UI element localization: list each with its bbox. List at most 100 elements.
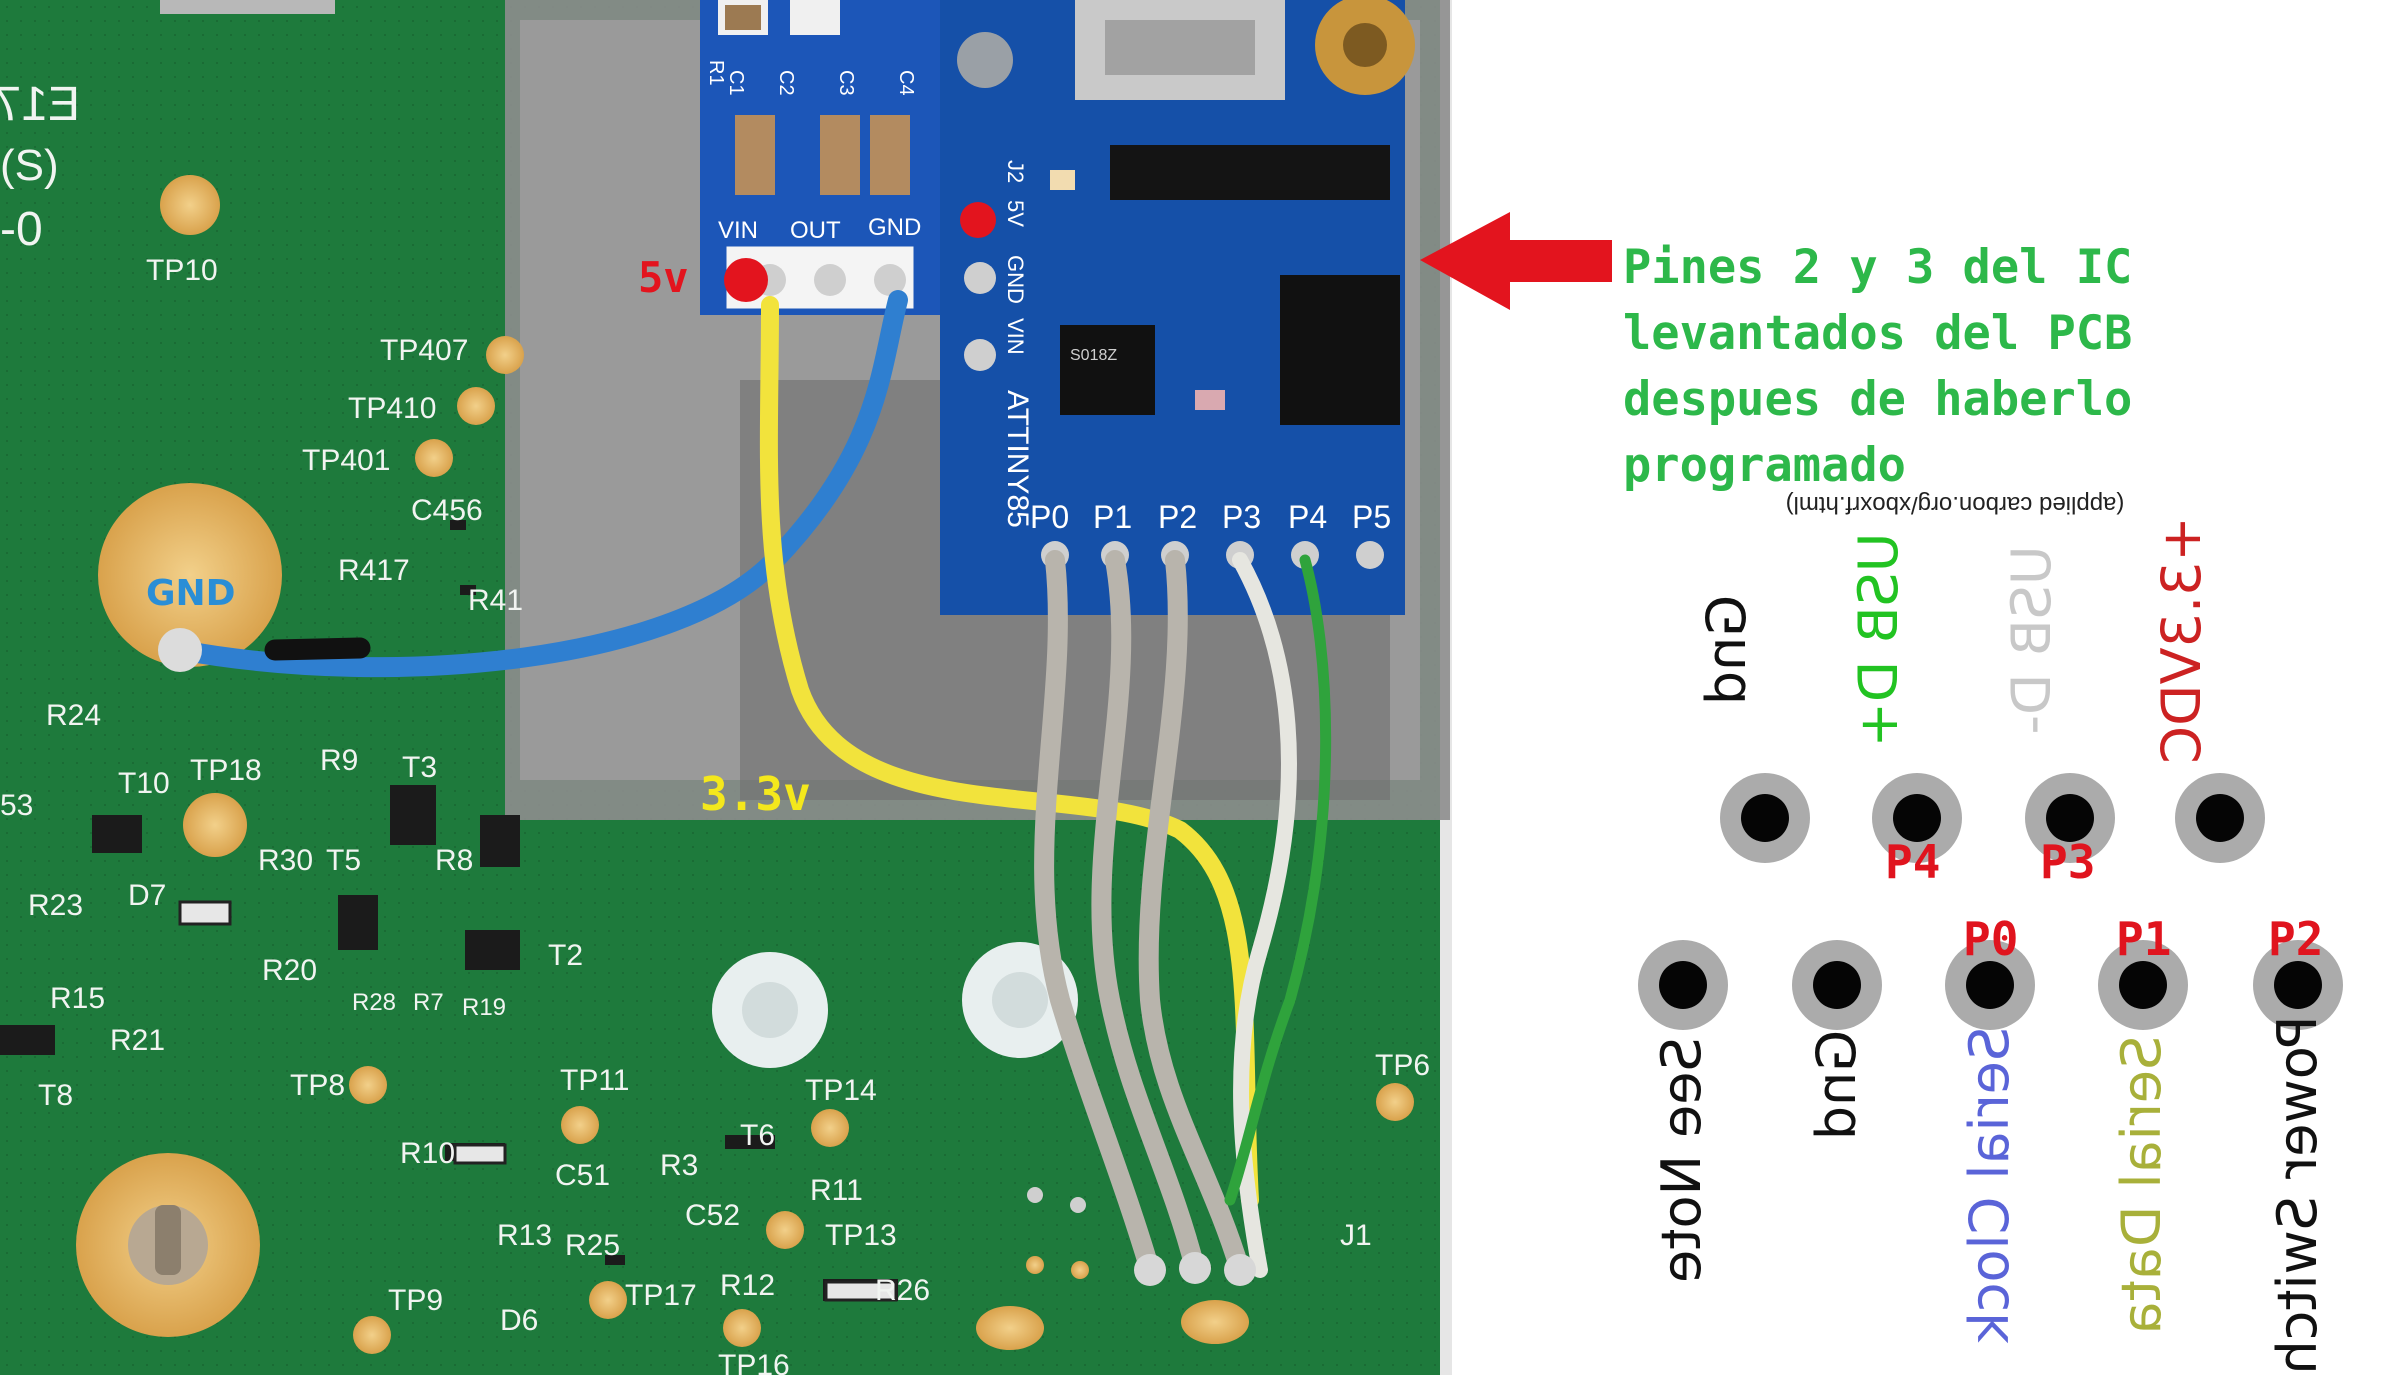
label-serial-clock: Serial Clock — [1958, 1027, 2021, 1344]
silk-tp401: TP401 — [302, 444, 390, 477]
silkscreen-labels: E17 (S) -0 TP10 TP407 TP410 TP401 C456 R… — [0, 78, 1430, 1382]
reg-out: OUT — [790, 217, 841, 244]
silk-r8: R8 — [435, 844, 473, 877]
attiny-p4: P4 — [1288, 499, 1327, 535]
j1-holes — [1026, 1187, 1089, 1279]
silk-s: (S) — [0, 141, 59, 190]
smd-parts — [0, 520, 898, 1301]
silk-t10: T10 — [118, 767, 170, 800]
attiny-name: ATTINY85 — [1001, 390, 1034, 528]
silk-t3: T3 — [402, 751, 437, 784]
label-power-switch: Power Switch — [2266, 1016, 2329, 1375]
attiny-p3: P3 — [1222, 499, 1261, 535]
note-line-2: levantados del PCB — [1623, 306, 2132, 361]
attiny85-chip — [1280, 275, 1400, 425]
attiny-j2: J2 — [1003, 160, 1028, 183]
silk-t8: T8 — [38, 1079, 73, 1112]
tag-p1: P1 — [2116, 912, 2171, 966]
regulator-chip — [1060, 325, 1155, 415]
silk-tp14: TP14 — [805, 1074, 877, 1107]
silk-d6: R26 — [875, 1274, 930, 1307]
attiny-gnd: GND — [1003, 255, 1028, 304]
silk-r7: R7 — [413, 989, 444, 1016]
note-line-3: despues de haberlo — [1623, 372, 2132, 427]
silk-r10: T6 — [740, 1119, 775, 1152]
label-serial-data: Serial Data — [2110, 1036, 2173, 1335]
regulator-labels: R1 C1 C2 C3 C4 VIN OUT GND — [705, 60, 921, 244]
silk-tp11: TP11 — [560, 1064, 629, 1097]
silk-c51: R3 — [660, 1149, 698, 1182]
silk-tp8: TP8 — [290, 1069, 345, 1102]
label-usb-dminus: USB D- — [2000, 545, 2063, 734]
tag-p3: P3 — [2040, 835, 2095, 889]
silk-e17: E17 — [0, 78, 80, 131]
silk-r3: C51 — [555, 1159, 610, 1192]
silk-t5: T5 — [326, 844, 361, 877]
wires — [170, 290, 1332, 1280]
reg-c4: C4 — [895, 70, 917, 96]
silk-r26: R12 — [720, 1269, 775, 1302]
attiny85-board — [940, 0, 1415, 615]
reg-c3: C3 — [835, 70, 857, 96]
top-row-labels: Gnd USB D+ USB D- +3.3VDC — [1695, 516, 2213, 763]
attiny-p1: P1 — [1093, 499, 1132, 535]
reg-c2: C2 — [775, 70, 797, 96]
marker-5v-dot — [724, 258, 768, 302]
silk-tp13: TP13 — [825, 1219, 897, 1252]
silk-tp17: TP17 — [625, 1279, 697, 1312]
blue-gnd-wire — [170, 290, 908, 678]
bottom-row-pins — [1638, 940, 2343, 1030]
label-3v3: 3.3v — [700, 767, 811, 821]
test-point-pads — [160, 175, 1414, 1354]
silk-r25: R25 — [565, 1229, 620, 1262]
silk-r41: R41 — [468, 584, 523, 617]
label-usb-dplus: USB D+ — [1847, 533, 1910, 748]
reg-vin: VIN — [718, 217, 758, 244]
tag-p2: P2 — [2268, 912, 2323, 966]
silk-r20: R20 — [262, 954, 317, 987]
note-line-4: programado — [1623, 438, 1906, 493]
silk-r417: R417 — [338, 554, 410, 587]
red-arrow-icon — [1420, 212, 1612, 310]
pin-tags: P4 P3 P0 P1 P2 — [1885, 835, 2323, 966]
pcb-photo: E17 (S) -0 TP10 TP407 TP410 TP401 C456 R… — [0, 0, 1452, 1382]
silk-r15: R15 — [50, 982, 105, 1015]
pinout-source: (applied carbon.org/xboxrf.html) — [1786, 491, 2125, 518]
silk-r13: R13 — [497, 1219, 552, 1252]
silk-tp10: TP10 — [146, 254, 218, 287]
silk-53: 53 — [0, 789, 33, 822]
silk-r19: R19 — [462, 994, 506, 1021]
tag-p4: P4 — [1885, 835, 1940, 889]
silk-r9: R9 — [320, 744, 358, 777]
silk-r23: R23 — [28, 889, 83, 922]
silk-t2: T2 — [548, 939, 583, 972]
silk-d7: D7 — [128, 879, 166, 912]
label-see-note: See Note — [1650, 1037, 1713, 1283]
silk-r12: D6 — [500, 1304, 538, 1337]
tag-p0: P0 — [1963, 912, 2018, 966]
silk-tp410: TP410 — [348, 392, 436, 425]
silk-r24: R24 — [46, 699, 101, 732]
silk-r28: R28 — [352, 989, 396, 1016]
attiny-p0: P0 — [1030, 499, 1069, 535]
silk-tp6: TP6 — [1375, 1049, 1430, 1082]
attiny-5v: 5V — [1003, 200, 1028, 227]
note-panel: Pines 2 y 3 del IC levantados del PCB de… — [1420, 212, 2132, 493]
connector-pinout: (applied carbon.org/xboxrf.html) Gnd USB… — [1638, 491, 2343, 1374]
yellow-3v3-wire — [759, 296, 1259, 1209]
label-bottom-gnd: Gnd — [1805, 1030, 1868, 1140]
reg-c1: C1 — [725, 70, 747, 96]
silk-c52: C52 — [685, 1199, 740, 1232]
top-row-pins — [1720, 773, 2265, 863]
label-gnd: GND — [146, 573, 236, 614]
gnd-pad — [98, 483, 282, 667]
silk-c456: C456 — [411, 494, 483, 527]
reg-r1: R1 — [705, 60, 727, 86]
label-5v: 5v — [638, 253, 689, 302]
regulator-module — [700, 0, 940, 315]
attiny-chip-marking: S018Z — [1070, 347, 1117, 364]
silk-tp407: TP407 — [380, 334, 468, 367]
attiny-vin: VIN — [1003, 318, 1028, 355]
label-3v3dc: +3.3VDC — [2150, 516, 2213, 763]
silk-j1: J1 — [1340, 1219, 1372, 1252]
